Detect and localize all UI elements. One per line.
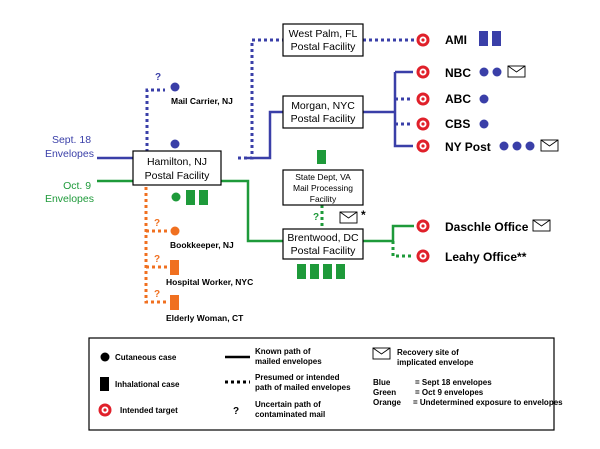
cutaneous-case-icon bbox=[479, 67, 489, 77]
inhalational-case-icon bbox=[170, 295, 179, 310]
legend-color-orange: Orange= Undetermined exposure to envelop… bbox=[373, 398, 563, 407]
blue-paths bbox=[97, 38, 414, 160]
inhalational-case-icon bbox=[317, 150, 326, 164]
sept18-envelopes-label: Sept. 18 Envelopes bbox=[45, 134, 94, 160]
envelope-icon bbox=[339, 211, 358, 224]
legend: Cutaneous case Inhalational case Intende… bbox=[88, 337, 563, 431]
cutaneous-case-icon bbox=[512, 141, 522, 151]
legend-cutaneous-icon bbox=[100, 352, 110, 362]
uncertain-path-mark: ? bbox=[154, 254, 160, 265]
inhalational-case-icon bbox=[199, 190, 208, 205]
legend-color-green: Green= Oct 9 envelopes bbox=[373, 388, 484, 397]
legend-intended-label: Intended target bbox=[120, 406, 178, 415]
inhalational-case-icon bbox=[336, 264, 345, 279]
mail-carrier-label: Mail Carrier, NJ bbox=[171, 96, 233, 106]
envelope-icon bbox=[507, 65, 526, 78]
cutaneous-case-icon bbox=[525, 141, 535, 151]
inhalational-case-icon bbox=[170, 260, 179, 275]
elderly-woman-label: Elderly Woman, CT bbox=[166, 313, 244, 323]
green-paths bbox=[97, 179, 414, 258]
legend-target-icon bbox=[98, 403, 112, 417]
target-abc: ABC bbox=[416, 92, 489, 106]
target-leahy: Leahy Office** bbox=[416, 249, 527, 264]
cutaneous-case-icon bbox=[492, 67, 502, 77]
uncertain-path-mark: ? bbox=[313, 212, 319, 223]
cutaneous-case-icon bbox=[170, 226, 180, 236]
svg-text:AMI: AMI bbox=[445, 33, 467, 47]
uncertain-path-mark: ? bbox=[155, 72, 161, 83]
legend-envelope-icon bbox=[372, 347, 391, 360]
svg-text:CBS: CBS bbox=[445, 117, 470, 131]
cutaneous-case-icon bbox=[479, 94, 489, 104]
svg-text:NY Post: NY Post bbox=[445, 140, 491, 154]
target-daschle: Daschle Office bbox=[416, 219, 551, 234]
target-ami: AMI bbox=[416, 31, 501, 47]
cutaneous-case-icon bbox=[499, 141, 509, 151]
target-cbs: CBS bbox=[416, 117, 489, 131]
envelope-icon bbox=[540, 139, 559, 152]
cutaneous-case-icon bbox=[170, 139, 180, 149]
svg-text:ABC: ABC bbox=[445, 92, 471, 106]
cutaneous-case-icon bbox=[171, 192, 181, 202]
cutaneous-case-icon bbox=[479, 119, 489, 129]
svg-text:Leahy Office**: Leahy Office** bbox=[445, 250, 527, 264]
target-nbc: NBC bbox=[416, 65, 526, 80]
hospital-worker-label: Hospital Worker, NYC bbox=[166, 277, 253, 287]
inhalational-case-icon bbox=[479, 31, 488, 46]
oct9-envelopes-label: Oct. 9 Envelopes bbox=[45, 180, 94, 205]
uncertain-path-mark: ? bbox=[154, 289, 160, 300]
inhalational-case-icon bbox=[492, 31, 501, 46]
svg-text:Daschle Office: Daschle Office bbox=[445, 220, 529, 234]
orange-paths bbox=[144, 181, 168, 304]
svg-text:NBC: NBC bbox=[445, 66, 471, 80]
legend-question-mark: ? bbox=[233, 406, 239, 417]
legend-inhalational-label: Inhalational case bbox=[115, 380, 180, 389]
inhalational-case-icon bbox=[186, 190, 195, 205]
legend-cutaneous-label: Cutaneous case bbox=[115, 353, 177, 362]
cutaneous-case-icon bbox=[170, 82, 180, 92]
legend-inhalational-icon bbox=[100, 377, 109, 391]
legend-color-blue: Blue= Sept 18 envelopes bbox=[373, 378, 492, 387]
uncertain-path-mark: ? bbox=[154, 218, 160, 229]
bookkeeper-label: Bookkeeper, NJ bbox=[170, 240, 234, 250]
inhalational-case-icon bbox=[323, 264, 332, 279]
envelope-icon bbox=[532, 219, 551, 232]
asterisk-note: * bbox=[361, 208, 366, 222]
target-ny-post: NY Post bbox=[416, 139, 559, 154]
inhalational-case-icon bbox=[310, 264, 319, 279]
inhalational-case-icon bbox=[297, 264, 306, 279]
